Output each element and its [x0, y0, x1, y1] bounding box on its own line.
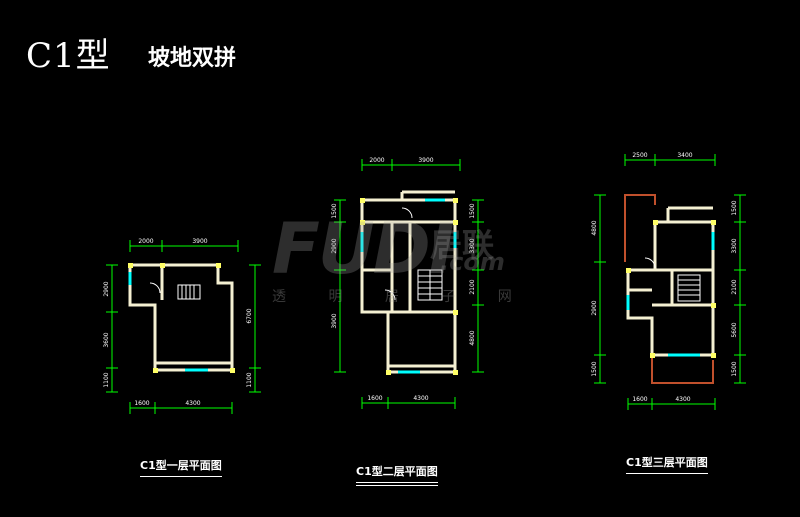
plan-1-dimension-lines	[106, 240, 261, 414]
plan-3-dimension-lines	[594, 154, 746, 410]
plan-3-dim-top-1: 3400	[677, 152, 692, 159]
plan-1-dim-right-1: 1100	[246, 372, 253, 387]
plan-1-dim-left-0: 2900	[103, 281, 110, 296]
plan-2-dim-right-0: 1500	[469, 203, 476, 218]
plan-2-dim-top-0: 2000	[369, 157, 384, 164]
plan-1-walls	[128, 263, 234, 372]
plan-3-label-text: C1型三层平面图	[626, 456, 708, 469]
plan-3-windows	[626, 232, 715, 357]
plan-2-dim-left-0: 1500	[331, 203, 338, 218]
plan-2-stair	[384, 207, 443, 301]
plan-1-dim-top-0: 2000	[138, 238, 153, 245]
drawing-subtitle: 坡地双拼	[148, 46, 237, 71]
plan-3-dim-top-0: 2500	[632, 152, 647, 159]
plan-3-columns	[626, 220, 716, 358]
plan-2-dim-bottom-0: 1600	[367, 395, 382, 402]
plan-3-dim-right-0: 1500	[731, 200, 738, 215]
plan-3-dim-left-0: 4800	[591, 220, 598, 235]
watermark-logo: FUDI	[272, 208, 455, 290]
plan-2-label-underline	[356, 482, 438, 483]
plan-1-label: C1型一层平面图	[140, 457, 222, 477]
plan-1-stair	[149, 282, 201, 300]
plan-3-walls	[626, 206, 715, 357]
plan-2-columns	[360, 198, 458, 375]
plan-1-dim-right-0: 6700	[246, 308, 253, 323]
plan-3-label-underline	[626, 473, 708, 474]
dimension-labels: 2000 3900 1600 4300 2900 3600 1100 6700 1100 2000…	[103, 152, 738, 407]
plan-3-dim-right-4: 1500	[731, 361, 738, 376]
plan-1-dim-bottom-1: 4300	[185, 400, 200, 407]
plan-3-dim-left-2: 1500	[591, 361, 598, 376]
plan-3-label: C1型三层平面图	[626, 454, 708, 474]
plan-2-dim-left-1: 2900	[331, 238, 338, 253]
watermark-com: .com	[440, 248, 505, 276]
plan-2-dim-left-2: 3900	[331, 313, 338, 328]
plan-1-drawing	[106, 240, 261, 414]
drawing-title: C1型	[26, 36, 111, 76]
plan-1-windows	[128, 272, 208, 372]
plan-3-railings	[624, 194, 714, 384]
plan-1-dim-left-2: 1100	[103, 372, 110, 387]
plan-2-drawing	[334, 159, 484, 409]
plan-3-drawing	[594, 154, 746, 410]
plan-2-windows	[360, 198, 457, 374]
plan-3-dim-bottom-0: 1600	[632, 396, 647, 403]
plan-2-dimension-lines	[334, 159, 484, 409]
plan-1-dim-left-1: 3600	[103, 332, 110, 347]
plan-1-label-text: C1型一层平面图	[140, 459, 222, 472]
plan-2-dim-bottom-1: 4300	[413, 395, 428, 402]
plan-2-dim-right-1: 3300	[469, 238, 476, 253]
plan-3-dim-right-2: 2100	[731, 279, 738, 294]
plan-2-label-text: C1型二层平面图	[356, 465, 438, 478]
plan-1-columns	[128, 263, 235, 373]
watermark-tagline: 透 明 居 子 网	[272, 289, 531, 305]
plan-3-dim-right-1: 3300	[731, 238, 738, 253]
plan-2-dim-right-2: 2100	[469, 279, 476, 294]
plan-3-dim-bottom-1: 4300	[675, 396, 690, 403]
plan-2-label: C1型二层平面图	[356, 463, 438, 486]
plan-2-dim-right-3: 4800	[469, 330, 476, 345]
plan-2-dim-top-1: 3900	[418, 157, 433, 164]
plan-3-stair	[644, 257, 701, 302]
plan-1-label-underline	[140, 476, 222, 477]
plan-1-dim-top-1: 3900	[192, 238, 207, 245]
plan-2-label-underline-2	[356, 485, 438, 486]
plan-3-dim-left-1: 2900	[591, 300, 598, 315]
watermark-brand: 居联	[430, 226, 495, 264]
plan-3-dim-right-3: 5600	[731, 322, 738, 337]
plan-1-dim-bottom-0: 1600	[134, 400, 149, 407]
